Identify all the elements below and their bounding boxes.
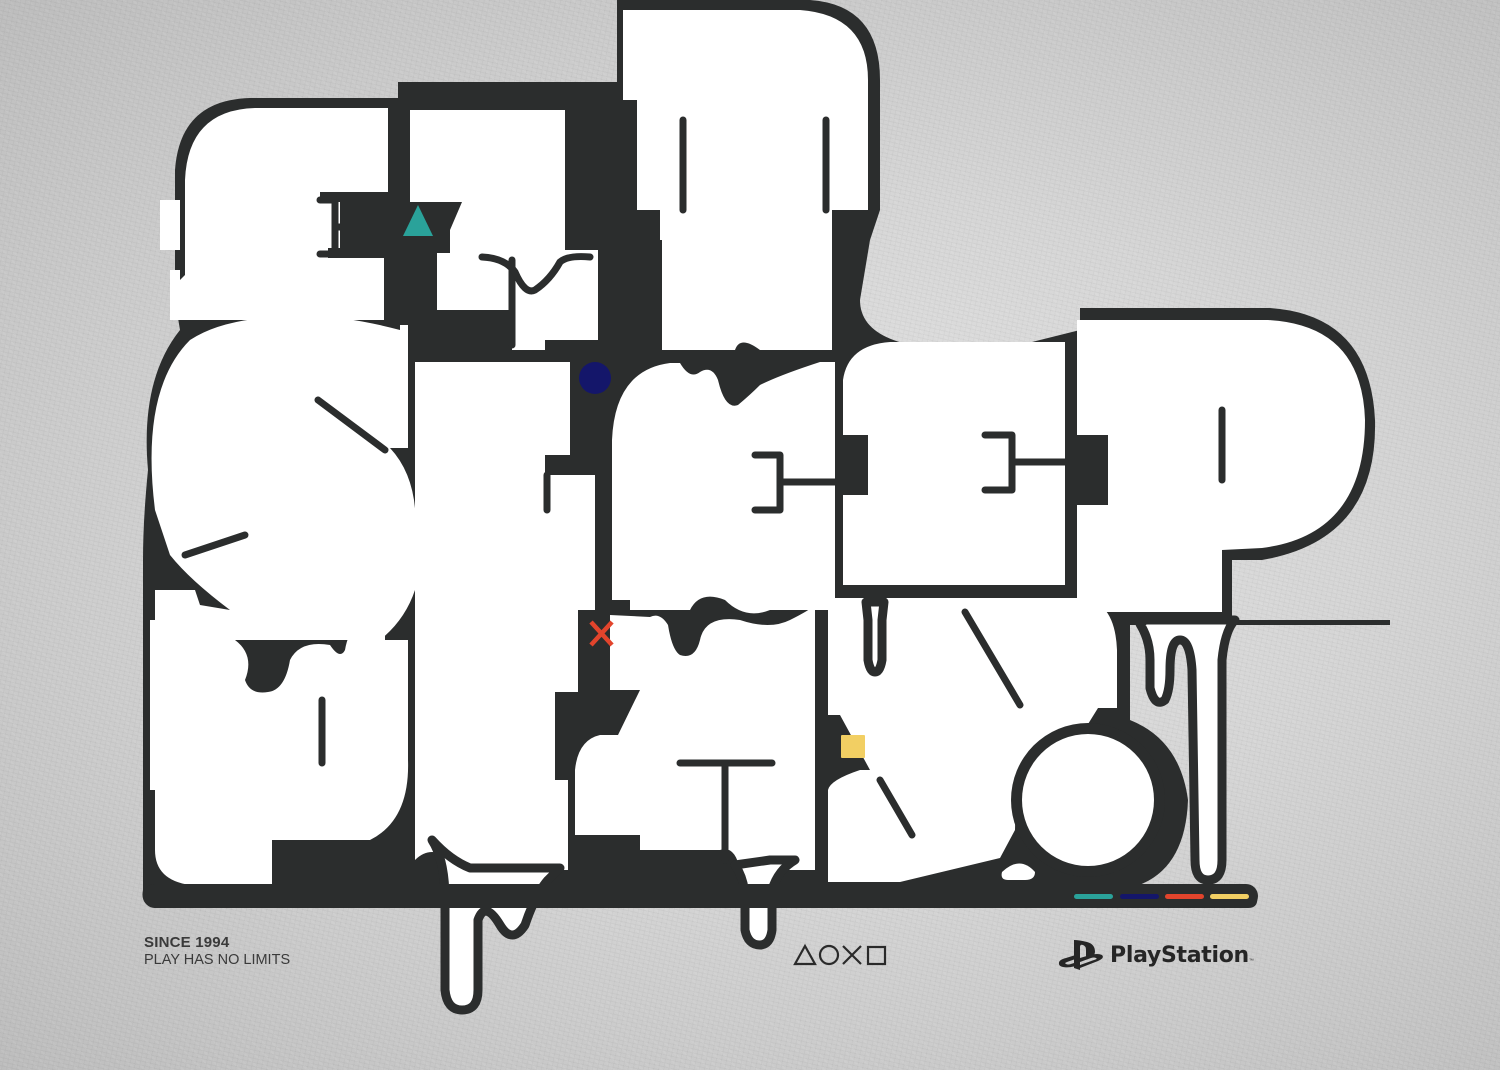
tagline-slogan: PLAY HAS NO LIMITS: [144, 952, 291, 968]
color-stripe: [1074, 894, 1249, 899]
letter-a-play: [575, 605, 815, 870]
letter-p-sleep: [1077, 320, 1365, 612]
tagline-since: SINCE 1994: [144, 934, 230, 951]
triangle-symbol-icon: [403, 205, 433, 236]
letter-t-eat: [623, 10, 868, 350]
letter-y-play: [828, 598, 1117, 882]
cross-symbol-icon: [589, 620, 614, 647]
square-symbol-icon: [841, 735, 865, 758]
letter-e-sleep-1: [612, 362, 839, 614]
letter-a-eat: [410, 110, 598, 350]
circle-symbol-icon: [579, 362, 611, 394]
letter-e-sleep-2: [843, 342, 1069, 585]
letter-period: [1001, 723, 1165, 880]
trademark-symbol: ™: [1248, 958, 1254, 964]
letter-e-eat: [160, 108, 404, 320]
playstation-logo-icon: [1058, 940, 1103, 970]
letter-l-sleep: [415, 362, 595, 610]
letter-l-play: [415, 610, 578, 870]
letter-p-play: [150, 615, 409, 885]
playstation-wordmark: PlayStation: [1110, 942, 1249, 968]
tagline: SINCE 1994 PLAY HAS NO LIMITS: [144, 935, 290, 968]
letter-s-sleep: [151, 316, 416, 640]
playstation-brand: PlayStation ™: [1058, 938, 1254, 972]
base-bar: [143, 884, 1258, 908]
drips: [427, 597, 1240, 1015]
playstation-shapes-icon: [793, 943, 887, 966]
